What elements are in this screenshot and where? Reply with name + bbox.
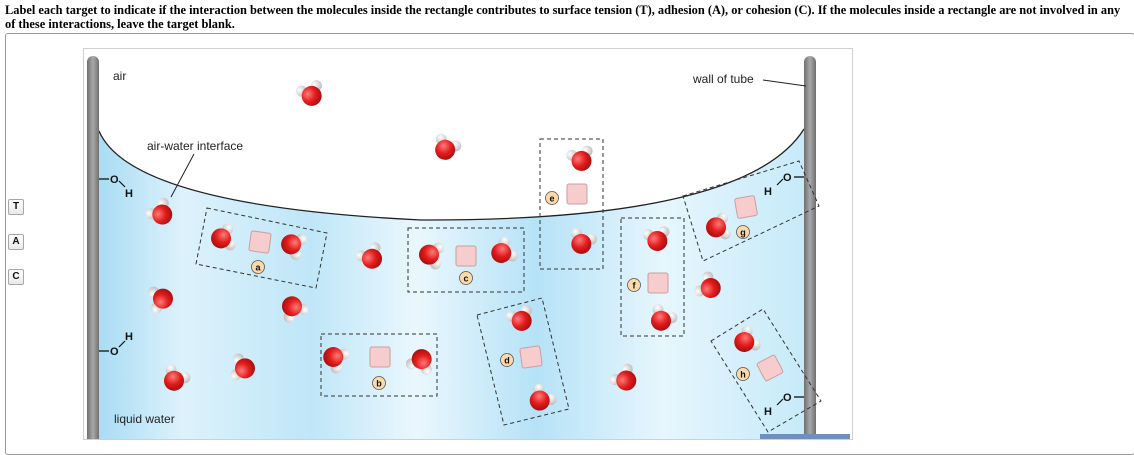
hydroxyl-group-left-upper: O H: [99, 174, 133, 200]
water-molecule: [148, 286, 173, 314]
target-box-h: [710, 308, 822, 433]
water-molecule: [355, 242, 382, 269]
svg-text:O: O: [110, 174, 119, 186]
svg-text:e: e: [549, 194, 554, 204]
water-molecule: [230, 353, 255, 381]
water-molecule: [295, 80, 322, 106]
label-tile-c[interactable]: C: [8, 269, 24, 285]
svg-text:h: h: [740, 370, 746, 380]
air-label: air: [113, 69, 126, 83]
water-molecule: [642, 226, 670, 251]
hydroxyl-group-right-lower: O H: [764, 392, 804, 418]
drop-target-h[interactable]: [756, 354, 784, 382]
water-molecule: [571, 228, 598, 254]
water-molecule: [734, 325, 761, 352]
target-box-d: [476, 297, 570, 426]
drop-target-a[interactable]: [248, 230, 272, 254]
water-molecule: [491, 236, 518, 263]
target-box-e: [539, 138, 604, 270]
water-molecule: [694, 271, 721, 298]
meniscus-line: [98, 128, 805, 221]
target-box-a: [195, 207, 328, 289]
tube-wall-left: [87, 56, 99, 439]
hydroxyl-group-left-lower: O H: [99, 331, 133, 358]
drop-target-b[interactable]: [369, 346, 391, 368]
target-box-c: [407, 227, 525, 293]
drop-target-g[interactable]: [734, 195, 758, 219]
svg-text:H: H: [764, 186, 772, 198]
capillary-diagram: air wall of tube air-water interface liq…: [83, 48, 853, 440]
drop-target-c[interactable]: [455, 245, 477, 267]
svg-text:c: c: [463, 274, 468, 284]
svg-text:f: f: [633, 281, 637, 291]
tube-wall-right: [804, 56, 816, 439]
water-molecule: [405, 349, 432, 375]
label-tile-a[interactable]: A: [8, 234, 24, 250]
air-water-interface-label: air-water interface: [147, 139, 243, 153]
target-badge-e: e: [545, 191, 559, 205]
water-molecule: [566, 145, 593, 171]
target-badge-f: f: [627, 278, 641, 292]
water-molecule: [435, 133, 462, 160]
drop-target-d[interactable]: [519, 345, 543, 369]
water-molecule: [281, 234, 307, 261]
target-badge-c: c: [459, 271, 473, 285]
svg-text:O: O: [783, 172, 792, 184]
svg-text:d: d: [504, 356, 510, 366]
target-box-f: [620, 217, 685, 337]
drop-target-f[interactable]: [647, 272, 669, 294]
target-badge-g: g: [736, 225, 750, 239]
svg-text:H: H: [125, 331, 133, 343]
svg-text:g: g: [740, 228, 746, 238]
target-badge-d: d: [500, 353, 514, 367]
liquid-water-label: liquid water: [114, 412, 175, 426]
svg-text:O: O: [783, 392, 792, 404]
water-molecule: [281, 296, 309, 323]
wall-of-tube-pointer: [762, 79, 807, 87]
svg-text:a: a: [255, 263, 261, 273]
instructions-text: Label each target to indicate if the int…: [5, 3, 1121, 31]
water-molecule: [529, 383, 557, 411]
target-badge-b: b: [372, 376, 386, 390]
svg-text:H: H: [125, 188, 133, 200]
target-box-g: [682, 160, 820, 262]
liquid-water-region: [99, 129, 804, 439]
label-tile-t[interactable]: T: [8, 199, 24, 215]
svg-text:H: H: [764, 406, 772, 418]
bottom-tab: [760, 434, 850, 439]
wall-of-tube-label: wall of tube: [692, 72, 754, 86]
svg-text:b: b: [376, 379, 382, 389]
water-molecule: [505, 305, 532, 331]
hydroxyl-group-right-upper: O H: [764, 172, 804, 198]
water-molecule: [145, 197, 173, 225]
target-badge-h: h: [736, 367, 750, 381]
water-molecule: [419, 242, 444, 270]
target-box-b: [320, 333, 438, 397]
drop-target-e[interactable]: [566, 183, 588, 205]
target-badge-a: a: [251, 260, 265, 274]
water-molecule: [323, 347, 350, 374]
water-molecule: [609, 363, 637, 391]
water-molecule: [651, 304, 678, 331]
water-molecule: [706, 212, 731, 240]
interface-pointer: [170, 153, 195, 198]
water-molecule: [164, 364, 191, 391]
svg-text:O: O: [110, 346, 119, 358]
water-molecule: [211, 223, 236, 251]
